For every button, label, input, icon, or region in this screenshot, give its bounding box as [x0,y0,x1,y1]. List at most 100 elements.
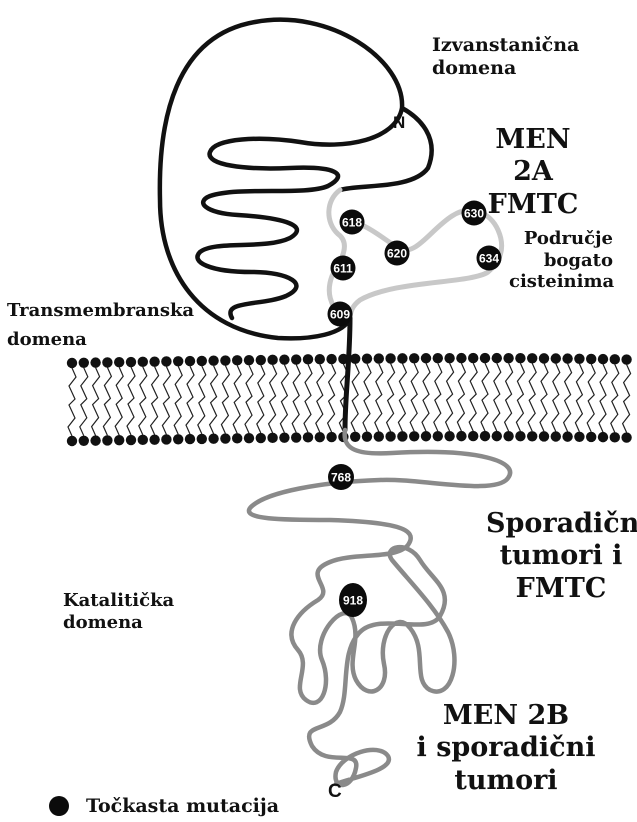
lipid-tail [410,363,418,431]
lipid-tail [103,367,111,435]
lipid-tail [186,366,194,434]
mutation-620: 620 [385,241,410,266]
lipid-head-outer [303,354,313,364]
lipid-head-inner [326,432,336,442]
lipid-head-outer [114,357,124,367]
lipid-head-inner [621,432,631,442]
lipid-head-outer [173,356,183,366]
mutation-611: 611 [331,256,356,281]
lipid-head-outer [102,357,112,367]
lipid-head-inner [279,432,289,442]
lipid-head-inner [232,433,242,443]
lipid-tail [528,363,536,431]
lipid-head-inner [315,432,325,442]
sporadic-tumors-fmtc-label: Sporadični tumori i FMTC [486,508,636,605]
lipid-head-inner [574,432,584,442]
lipid-head-outer [562,353,572,363]
svg-text:609: 609 [330,308,350,322]
mutation-634: 634 [477,246,502,271]
lipid-head-outer [527,353,537,363]
lipid-head-inner [114,435,124,445]
lipid-head-inner [90,435,100,445]
lipid-tail [233,365,241,433]
lipid-head-outer [90,357,100,367]
lipid-tail [210,366,218,434]
lipid-head-outer [67,358,77,368]
lipid-tail [80,368,88,436]
lipid-tail [139,367,147,435]
lipid-head-inner [503,431,513,441]
n-terminus-label: N [393,113,405,132]
legend-label: Točkasta mutacija [86,795,279,818]
lipid-head-outer [256,355,266,365]
lipid-head-inner [303,432,313,442]
lipid-tail [493,363,501,431]
lipid-tail [375,364,383,432]
lipid-head-outer [220,355,230,365]
lipid-head-outer [291,354,301,364]
lipid-tail [587,364,595,432]
lipid-head-inner [527,431,537,441]
lipid-tail [469,363,477,431]
lipid-tail [599,364,607,432]
lipid-head-outer [149,356,159,366]
lipid-head-inner [480,431,490,441]
lipid-head-outer [315,354,325,364]
extracellular-domain-label: Izvanstanična domena [432,34,579,80]
lipid-tail [398,363,406,431]
lipid-head-outer [586,354,596,364]
catalytic-domain-label: Katalitička domena [63,590,174,633]
lipid-head-inner [562,431,572,441]
lipid-head-outer [456,353,466,363]
men2a-fmtc-label: MEN 2A FMTC [478,124,588,221]
lipid-head-outer [185,356,195,366]
lipid-head-outer [551,353,561,363]
lipid-head-inner [515,431,525,441]
lipid-tail [363,364,371,432]
lipid-tail [481,363,489,431]
lipid-tail [434,363,442,431]
lipid-tail [575,364,583,432]
lipid-head-inner [374,431,384,441]
lipid-head-inner [173,434,183,444]
lipid-head-inner [433,431,443,441]
svg-text:768: 768 [331,471,351,485]
mutation-768: 768 [328,464,354,490]
lipid-tail [564,364,572,432]
lipid-head-inner [385,431,395,441]
lipid-head-outer [79,358,89,368]
lipid-tail [174,366,182,434]
lipid-head-inner [539,431,549,441]
lipid-tail [552,363,560,431]
lipid-tail [198,366,206,434]
men2b-sporadic-tumors-label: MEN 2B i sporadični tumori [416,700,596,797]
lipid-head-inner [256,433,266,443]
lipid-head-inner [138,435,148,445]
lipid-head-inner [291,432,301,442]
lipid-tail [151,367,159,435]
lipid-head-inner [409,431,419,441]
lipid-head-outer [232,355,242,365]
lipid-head-outer [138,357,148,367]
lipid-head-outer [421,353,431,363]
lipid-head-inner [208,434,218,444]
lipid-head-outer [279,354,289,364]
lipid-head-outer [161,356,171,366]
lipid-tail [422,363,430,431]
c-terminus-label: C [328,781,342,802]
lipid-head-inner [79,436,89,446]
lipid-head-outer [539,353,549,363]
mutation-609: 609 [328,302,353,327]
lipid-head-outer [126,357,136,367]
lipid-tail [304,364,312,432]
lipid-head-outer [492,353,502,363]
lipid-head-outer [374,353,384,363]
lipid-tail [328,364,336,432]
svg-text:634: 634 [479,252,499,266]
lipid-head-inner [220,433,230,443]
lipid-head-inner [149,434,159,444]
lipid-head-inner [244,433,254,443]
lipid-tail [540,363,548,431]
lipid-head-outer [598,354,608,364]
lipid-tail [611,364,619,432]
